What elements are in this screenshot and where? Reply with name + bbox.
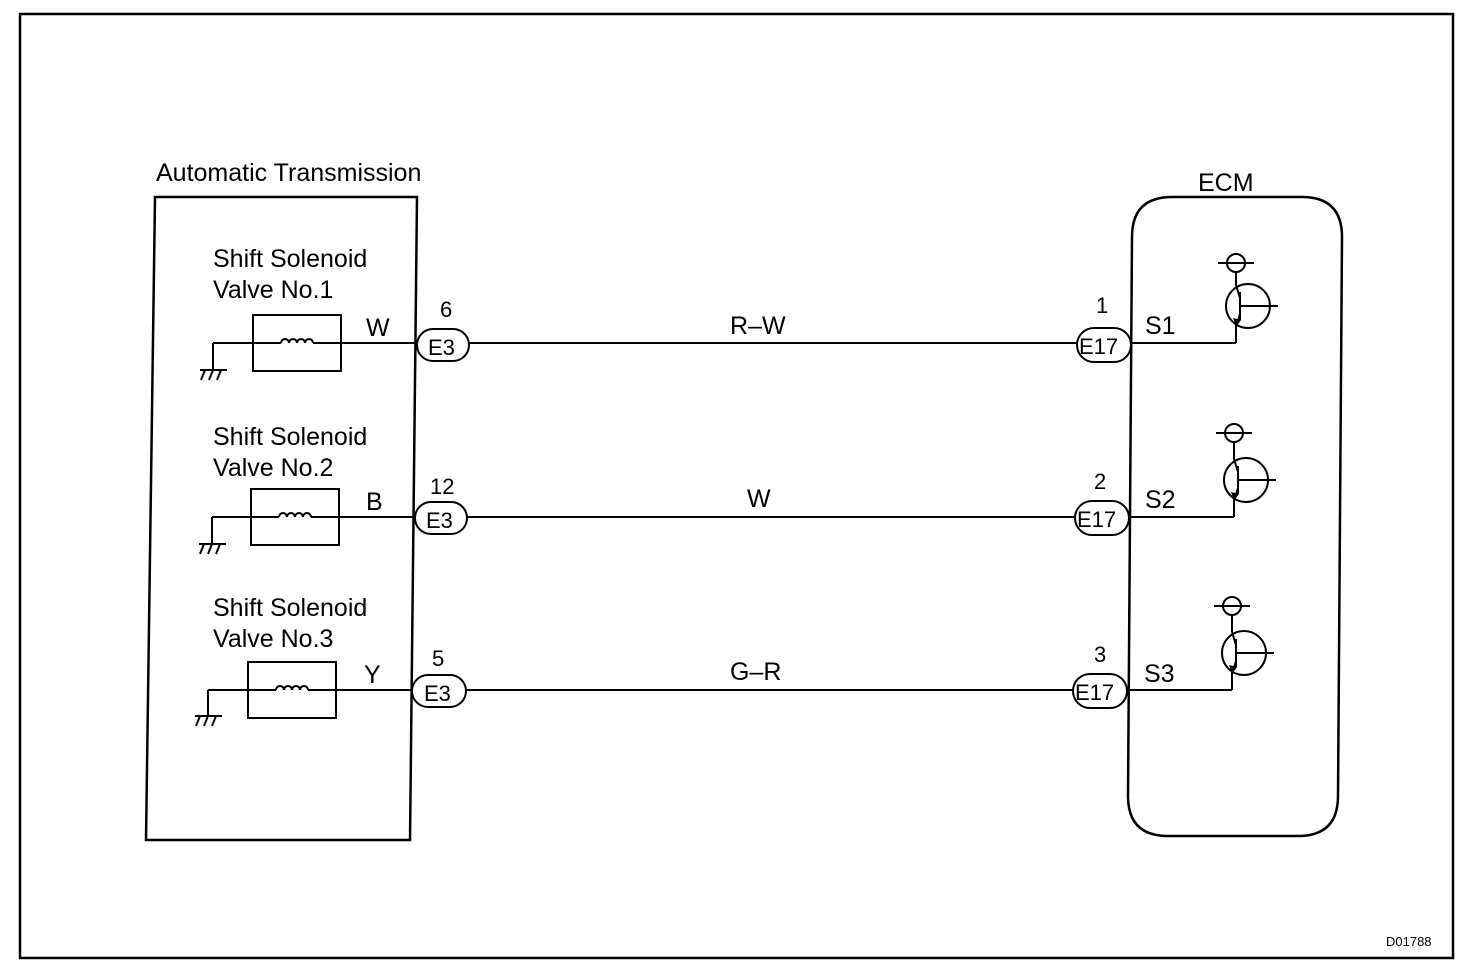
valve-1-name-line1: Shift Solenoid xyxy=(213,245,367,273)
connector-e3-2-label: E3 xyxy=(426,508,453,533)
valve-2-name-line2: Valve No.2 xyxy=(213,454,333,482)
connector-e3-1-label: E3 xyxy=(428,335,455,360)
ecm-signal-s3: S3 xyxy=(1144,660,1175,688)
figure-code: D01788 xyxy=(1386,934,1432,949)
ecm-terminal-2-pin: 2 xyxy=(1094,469,1106,494)
circuit-3: Shift Solenoid Valve No.3 Y 5 E3 G–R 3 E… xyxy=(195,594,1274,727)
ecm-signal-s2: S2 xyxy=(1145,486,1176,514)
solenoid-coil-icon xyxy=(253,338,341,344)
transistor-icon xyxy=(1216,423,1276,503)
valve-2-wire-color: B xyxy=(366,488,383,516)
ground-icon xyxy=(200,342,253,381)
connector-e17-1 xyxy=(1076,327,1132,363)
valve-3-name-line2: Valve No.3 xyxy=(213,625,333,653)
transmission-block: Automatic Transmission xyxy=(144,159,421,842)
ecm-title: ECM xyxy=(1198,169,1254,197)
valve-1-pin: 6 xyxy=(440,297,452,322)
connector-e3-1 xyxy=(416,328,470,362)
connector-e3-3-label: E3 xyxy=(424,681,451,706)
wire-1-color: R–W xyxy=(730,312,786,340)
valve-3-name-line1: Shift Solenoid xyxy=(213,594,367,622)
circuit-1: Shift Solenoid Valve No.1 W 6 E3 R–W 1 xyxy=(200,245,1278,381)
valve-1-name-line2: Valve No.1 xyxy=(213,276,333,304)
wire-3-color: G–R xyxy=(730,658,781,686)
ecm-terminal-1-pin: 1 xyxy=(1096,293,1108,318)
ecm-outline xyxy=(1126,195,1344,838)
valve-3-pin: 5 xyxy=(432,646,444,671)
valve-2-name-line1: Shift Solenoid xyxy=(213,423,367,451)
ground-icon xyxy=(199,516,251,555)
connector-e17-2-label: E17 xyxy=(1077,507,1116,532)
wire-2-color: W xyxy=(747,485,771,513)
circuit-2: Shift Solenoid Valve No.2 B 12 E3 W 2 E1… xyxy=(199,423,1276,555)
ecm-signal-s1: S1 xyxy=(1145,312,1176,340)
ground-icon xyxy=(195,689,248,727)
solenoid-coil-icon xyxy=(248,685,336,691)
solenoid-coil-icon xyxy=(251,512,339,518)
connector-e17-1-label: E17 xyxy=(1079,334,1118,359)
valve-2-pin: 12 xyxy=(430,474,454,499)
ecm-terminal-3-pin: 3 xyxy=(1094,642,1106,667)
outer-frame xyxy=(18,12,1455,960)
ecm-block: ECM xyxy=(1126,169,1344,838)
valve-3-wire-color: Y xyxy=(364,661,381,689)
transmission-outline xyxy=(144,195,419,842)
valve-1-wire-color: W xyxy=(366,314,390,342)
transmission-title: Automatic Transmission xyxy=(156,159,421,187)
transistor-icon xyxy=(1218,253,1278,329)
transistor-icon xyxy=(1214,596,1274,676)
connector-e17-3-label: E17 xyxy=(1075,680,1114,705)
